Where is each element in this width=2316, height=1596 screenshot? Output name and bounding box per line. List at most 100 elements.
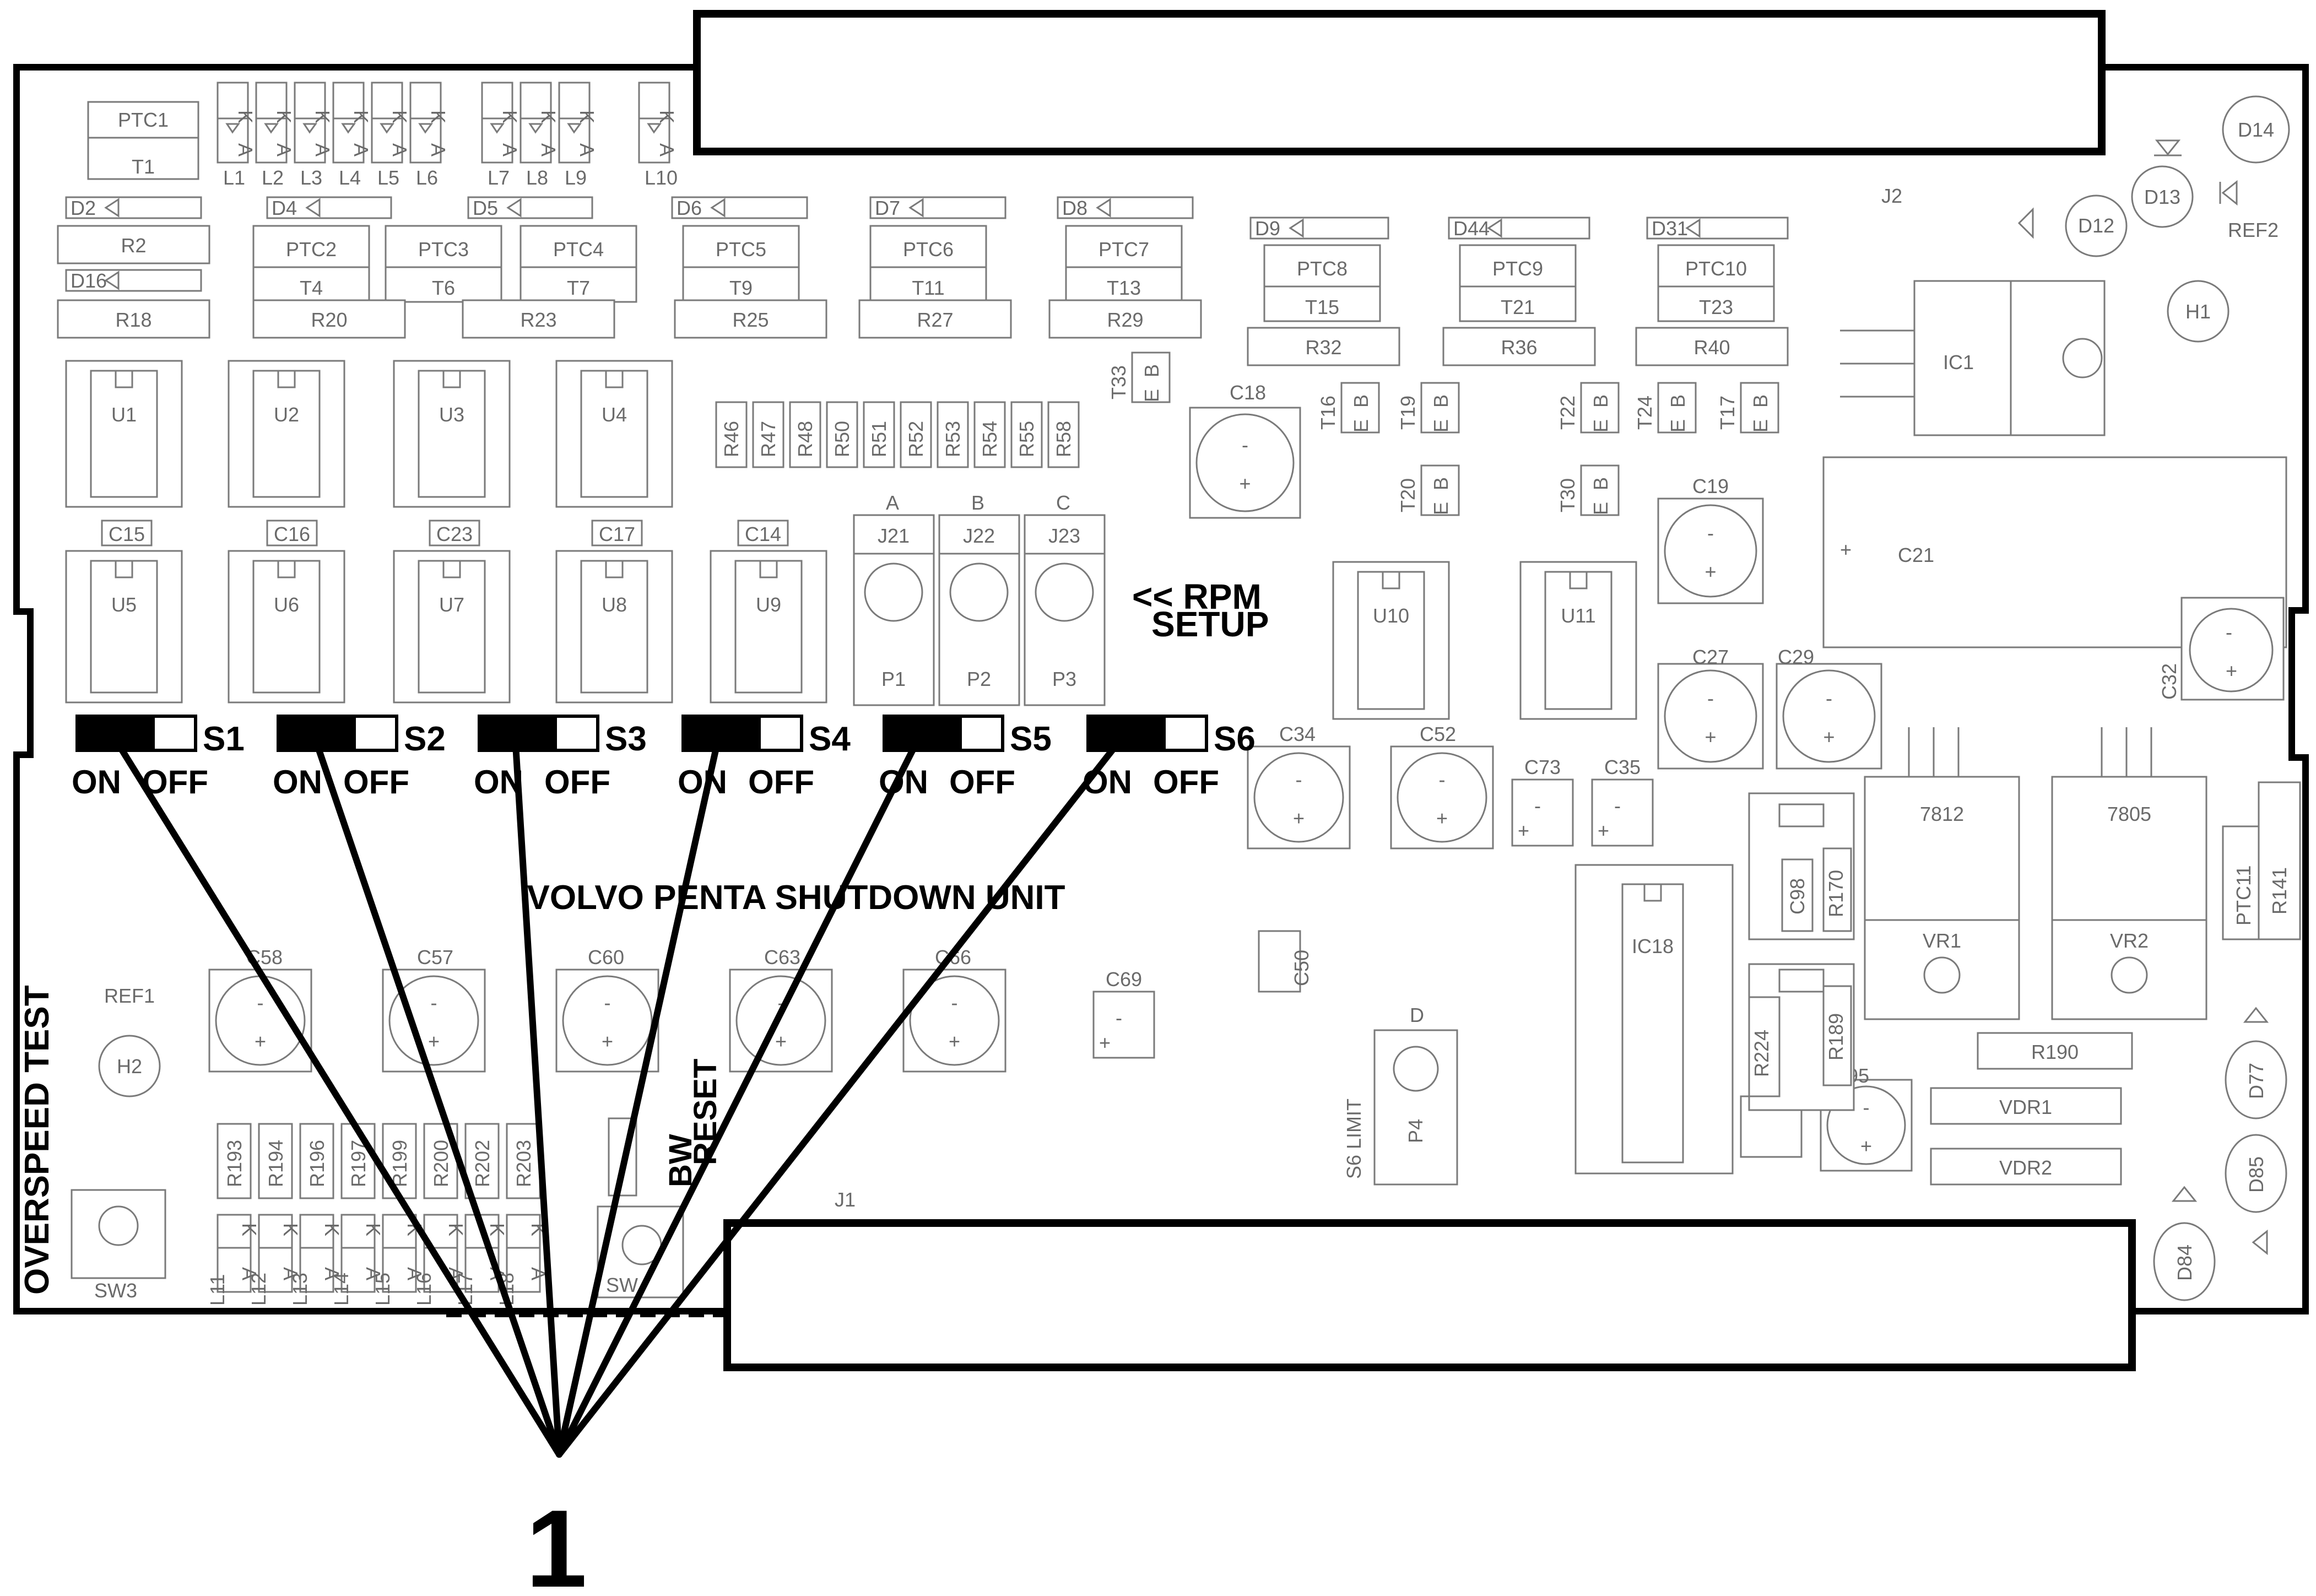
ptc-ptc7	[1065, 225, 1183, 303]
svg-text:C19: C19	[1692, 475, 1729, 497]
svg-text:R36: R36	[1501, 336, 1537, 359]
led-row-bottom: KAL11KAL12KAL13KAL14KAL15KAL16KAL17KAL18	[206, 1214, 550, 1306]
svg-text:C17: C17	[599, 523, 635, 545]
svg-text:PTC3: PTC3	[418, 238, 469, 261]
svg-text:D5: D5	[473, 197, 498, 219]
led-label: L5	[377, 166, 399, 189]
svg-text:C15: C15	[109, 523, 145, 545]
svg-text:VR1: VR1	[1923, 929, 1961, 952]
ptc-ptc3	[385, 225, 502, 303]
svg-text:C27: C27	[1692, 646, 1729, 668]
svg-text:PTC10: PTC10	[1685, 257, 1747, 280]
svg-text:T9: T9	[729, 277, 753, 299]
svg-text:U9: U9	[756, 593, 781, 616]
svg-text:T7: T7	[567, 277, 590, 299]
svg-text:B: B	[971, 491, 984, 514]
svg-text:R52: R52	[905, 421, 927, 457]
svg-text:B: B	[1430, 394, 1452, 408]
resistor-r51	[863, 401, 895, 468]
svg-text:C35: C35	[1604, 756, 1641, 778]
s6-limit-label: S6 LIMIT	[1343, 1099, 1365, 1179]
svg-text:A: A	[238, 1267, 261, 1280]
svg-text:B: B	[1589, 477, 1612, 490]
reg-7805-label: 7805	[2107, 803, 2151, 825]
svg-text:T20: T20	[1397, 478, 1419, 512]
svg-text:T23: T23	[1699, 296, 1733, 318]
led-l13	[299, 1214, 334, 1293]
svg-text:-: -	[1707, 522, 1714, 544]
resistor-r2	[57, 225, 210, 264]
svg-text:R51: R51	[868, 421, 890, 457]
svg-text:T24: T24	[1633, 396, 1656, 430]
svg-text:C63: C63	[764, 946, 800, 969]
pot-p1[interactable]	[864, 562, 923, 622]
ptc-ptc8	[1263, 244, 1381, 322]
cap-c73	[1511, 778, 1574, 847]
svg-text:D13: D13	[2144, 186, 2180, 208]
label-j2: J2	[1881, 185, 1902, 207]
svg-text:E: E	[1749, 419, 1772, 432]
svg-text:A: A	[886, 491, 899, 514]
svg-text:+: +	[1860, 1135, 1872, 1157]
svg-text:R189: R189	[1825, 1013, 1847, 1061]
on-label: ON	[72, 764, 121, 800]
svg-text:L16: L16	[413, 1273, 435, 1306]
ptc-row: PTC2T4PTC3T6PTC4T7PTC5T9PTC6T11PTC7T13PT…	[252, 225, 1775, 322]
transistor-t20	[1420, 464, 1460, 516]
svg-text:U8: U8	[602, 593, 627, 616]
svg-text:A: A	[279, 1267, 302, 1280]
svg-text:R203: R203	[512, 1140, 535, 1187]
svg-text:B: B	[1749, 394, 1772, 408]
svg-text:L15: L15	[371, 1273, 394, 1306]
svg-text:D8: D8	[1062, 197, 1087, 219]
pot-p2[interactable]	[949, 562, 1009, 622]
svg-text:D31: D31	[1652, 217, 1688, 240]
svg-text:B: B	[1589, 394, 1612, 408]
ptc-ptc10	[1657, 244, 1775, 322]
svg-text:R193: R193	[223, 1140, 246, 1187]
svg-text:R20: R20	[311, 309, 347, 331]
svg-text:U3: U3	[439, 403, 464, 426]
svg-text:R58: R58	[1052, 421, 1075, 457]
svg-text:R18: R18	[115, 309, 151, 331]
cap-c69	[1092, 991, 1155, 1059]
off-label: OFF	[949, 764, 1015, 800]
svg-text:U6: U6	[274, 593, 299, 616]
resistor-r199	[382, 1123, 417, 1199]
resistor-r52	[900, 401, 932, 468]
svg-text:R27: R27	[917, 309, 953, 331]
svg-text:K: K	[279, 1223, 302, 1236]
led-label: L10	[645, 166, 678, 189]
svg-text:R194: R194	[264, 1140, 287, 1187]
svg-text:-: -	[1614, 794, 1621, 817]
callout-line	[556, 732, 923, 1458]
led-l12	[258, 1214, 293, 1293]
pot-p3[interactable]	[1035, 562, 1094, 622]
svg-text:C29: C29	[1778, 646, 1814, 668]
led-l4	[332, 82, 365, 164]
svg-text:SW: SW	[606, 1274, 638, 1296]
svg-text:D4: D4	[272, 197, 297, 219]
svg-text:-: -	[1242, 434, 1248, 456]
off-label: OFF	[748, 764, 814, 800]
svg-text:K: K	[234, 110, 257, 123]
svg-text:R46: R46	[720, 421, 743, 457]
svg-text:P4: P4	[1404, 1119, 1427, 1143]
switch-label: S3	[605, 720, 647, 758]
on-label: ON	[678, 764, 727, 800]
resistor-r29	[1048, 299, 1202, 339]
svg-text:A: A	[273, 143, 295, 156]
rpm-setup-line1: << RPM	[1132, 577, 1262, 616]
callout-lines	[110, 732, 1127, 1458]
ic1-label: IC1	[1943, 351, 1974, 374]
svg-text:C98: C98	[1786, 878, 1809, 915]
